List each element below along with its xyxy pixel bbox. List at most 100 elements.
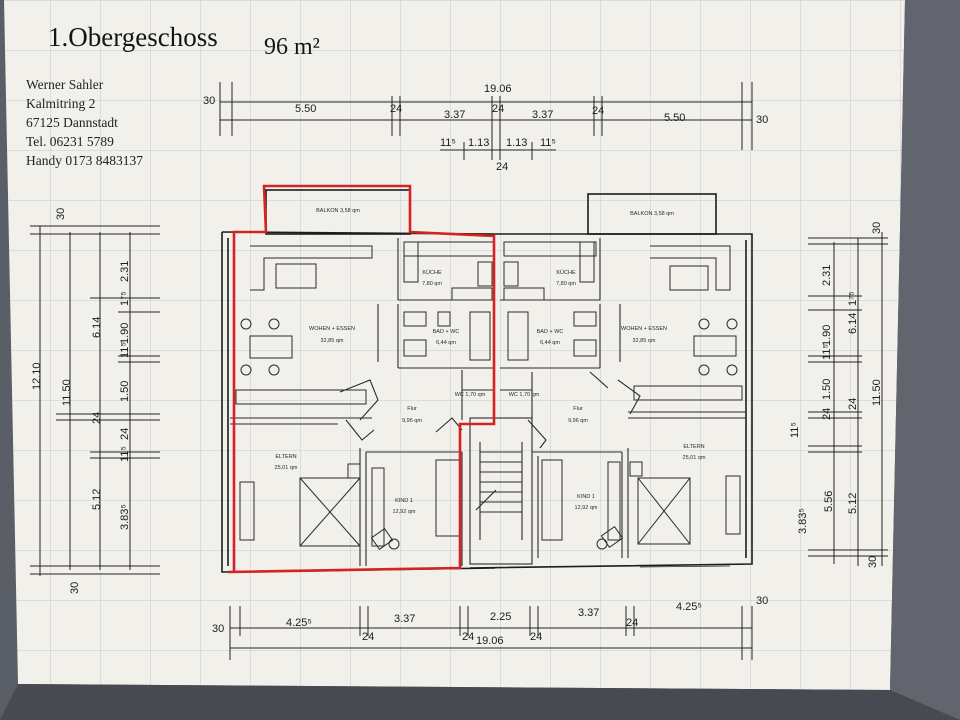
room-wohnen-left: WOHEN + ESSEN bbox=[309, 326, 355, 332]
dim-bottom-wall1: 24 bbox=[362, 631, 374, 643]
room-flur-right: Flur bbox=[573, 406, 583, 412]
dim-bottom-wall2: 24 bbox=[462, 631, 474, 643]
room-bad-left-area: 6,44 qm bbox=[436, 340, 456, 346]
dim-top-end-right: 30 bbox=[756, 114, 768, 126]
dim-top-end-left: 30 bbox=[203, 95, 215, 107]
dim-right-end-top: 30 bbox=[871, 222, 883, 234]
dim-top-sub-e: 24 bbox=[496, 161, 508, 173]
dim-left-w2: 24 bbox=[119, 428, 131, 440]
room-kueche-left-area: 7,80 qm bbox=[422, 281, 442, 287]
room-eltern-left-area: 25,01 qm bbox=[275, 465, 298, 471]
room-kueche-right-area: 7,80 qm bbox=[556, 281, 576, 287]
room-wc-right: WC 1,70 qm bbox=[509, 392, 540, 398]
room-bad-right: BAD + WC bbox=[537, 329, 564, 335]
dim-right-h: 1⁷⁵ bbox=[847, 291, 859, 306]
dimension-lines-right bbox=[808, 232, 888, 566]
dim-top-seg-left: 5.50 bbox=[295, 103, 316, 115]
room-eltern-left: ELTERN bbox=[275, 454, 296, 460]
room-balkon-right: BALKON 3,58 qm bbox=[630, 211, 674, 217]
dim-right-i: 11⁵ bbox=[821, 344, 833, 360]
dimension-labels-bottom: 30 4.25⁵ 24 3.37 24 2.25 24 3.37 24 4.25… bbox=[212, 595, 768, 647]
dim-left-w1: 24 bbox=[91, 412, 103, 424]
dim-right-total: 11.50 bbox=[871, 379, 883, 406]
dim-left-end-bottom: 30 bbox=[69, 582, 81, 594]
dim-right-w1: 24 bbox=[821, 408, 833, 420]
dim-left-end-top: 30 bbox=[55, 208, 67, 220]
dim-bottom-wall4: 24 bbox=[626, 617, 638, 629]
dimension-lines-top bbox=[219, 82, 753, 160]
room-bad-right-area: 6,44 qm bbox=[540, 340, 560, 346]
dim-bottom-seg1: 4.25⁵ bbox=[286, 617, 312, 629]
page-title: 1.Obergeschoss bbox=[48, 22, 218, 52]
room-balkon-left: BALKON 3,58 qm bbox=[316, 208, 360, 214]
room-labels: BALKON 3,58 qm BALKON 3,58 qm KÜCHE 7,80… bbox=[275, 208, 706, 515]
dim-top-mid-left: 3.37 bbox=[444, 109, 465, 121]
dim-top-sub-d: 11⁵ bbox=[540, 137, 556, 149]
dim-top-sub-b: 1.13 bbox=[468, 137, 489, 149]
dim-right-g: 3.83⁵ bbox=[797, 508, 809, 534]
dim-top-wall-b: 24 bbox=[492, 103, 504, 115]
dim-left-total: 12.10 bbox=[31, 362, 43, 390]
dim-bottom-end-right: 30 bbox=[756, 595, 768, 607]
room-wc-left: WC 1,70 qm bbox=[455, 392, 486, 398]
dim-right-j: 11⁵ bbox=[789, 422, 801, 438]
dimension-lines-bottom bbox=[229, 606, 753, 660]
dim-right-b: 5.12 bbox=[847, 493, 859, 514]
room-eltern-right-area: 25,01 qm bbox=[683, 455, 706, 461]
contact-block: Werner Sahler Kalmitring 2 67125 Dannsta… bbox=[26, 77, 143, 168]
dim-right-c: 2.31 bbox=[821, 265, 833, 286]
dimension-labels-right: 11.50 6.14 5.12 2.31 1.90 1.50 5.56 3.83… bbox=[789, 222, 883, 568]
room-wohnen-right: WOHEN + ESSEN bbox=[621, 326, 667, 332]
dim-left-a: 6.14 bbox=[91, 317, 103, 338]
dim-left-g: 1⁷⁵ bbox=[119, 291, 131, 306]
dim-left-b: 5.12 bbox=[91, 489, 103, 510]
dim-right-e: 1.50 bbox=[821, 379, 833, 400]
dim-right-a: 6.14 bbox=[847, 313, 859, 334]
dim-left-d: 1.90 bbox=[119, 323, 131, 344]
room-kind-right: KIND 1 bbox=[577, 494, 595, 500]
dim-bottom-seg4: 3.37 bbox=[578, 607, 599, 619]
contact-street: Kalmitring 2 bbox=[26, 96, 95, 111]
area-label: 96 m² bbox=[264, 34, 320, 60]
room-eltern-right: ELTERN bbox=[683, 444, 704, 450]
dim-left-sub-total: 11.50 bbox=[61, 379, 73, 406]
room-flur-right-area: 9,96 qm bbox=[568, 418, 588, 424]
apartment-highlight-outline bbox=[227, 184, 496, 574]
dim-bottom-seg3: 2.25 bbox=[490, 611, 511, 623]
dim-bottom-wall3: 24 bbox=[530, 631, 542, 643]
dimension-labels-top: 19.06 30 30 5.50 24 3.37 24 3.37 24 5.50… bbox=[203, 83, 768, 173]
contact-phone: Tel. 06231 5789 bbox=[26, 134, 114, 149]
dim-top-sub-c: 1.13 bbox=[506, 137, 527, 149]
dim-bottom-seg5: 4.25⁵ bbox=[676, 601, 702, 613]
furniture bbox=[235, 241, 743, 573]
room-flur-left: Flur bbox=[407, 406, 417, 412]
dim-left-f: 3.83⁵ bbox=[119, 504, 131, 530]
room-kind-right-area: 12,92 qm bbox=[575, 505, 598, 511]
dimension-lines-left bbox=[30, 225, 160, 576]
dim-right-d: 1.90 bbox=[821, 325, 833, 346]
dim-bottom-end-left: 30 bbox=[212, 623, 224, 635]
room-kueche-right: KÜCHE bbox=[556, 269, 576, 276]
dim-right-end-bottom: 30 bbox=[867, 556, 879, 568]
dim-bottom-total: 19.06 bbox=[476, 635, 504, 647]
contact-city: 67125 Dannstadt bbox=[26, 115, 118, 130]
dim-top-wall-a: 24 bbox=[390, 103, 402, 115]
dim-top-total: 19.06 bbox=[484, 83, 512, 95]
dim-top-sub-a: 11⁵ bbox=[440, 137, 456, 149]
dim-left-i: 11⁵ bbox=[119, 446, 131, 462]
contact-name: Werner Sahler bbox=[26, 77, 104, 92]
room-kind-left: KIND 1 bbox=[395, 498, 413, 504]
dim-right-w2: 24 bbox=[847, 398, 859, 410]
outer-walls bbox=[221, 189, 753, 573]
dim-left-e: 1.50 bbox=[119, 381, 131, 402]
room-wohnen-left-area: 32,85 qm bbox=[321, 338, 344, 344]
contact-mobile: Handy 0173 8483137 bbox=[26, 153, 143, 168]
dim-left-h: 11⁵ bbox=[119, 342, 131, 358]
dim-left-c: 2.31 bbox=[119, 261, 131, 282]
dim-right-f: 5.56 bbox=[823, 491, 835, 512]
room-wohnen-right-area: 32,85 qm bbox=[633, 338, 656, 344]
room-kind-left-area: 12,92 qm bbox=[393, 509, 416, 515]
dim-top-mid-right: 3.37 bbox=[532, 109, 553, 121]
